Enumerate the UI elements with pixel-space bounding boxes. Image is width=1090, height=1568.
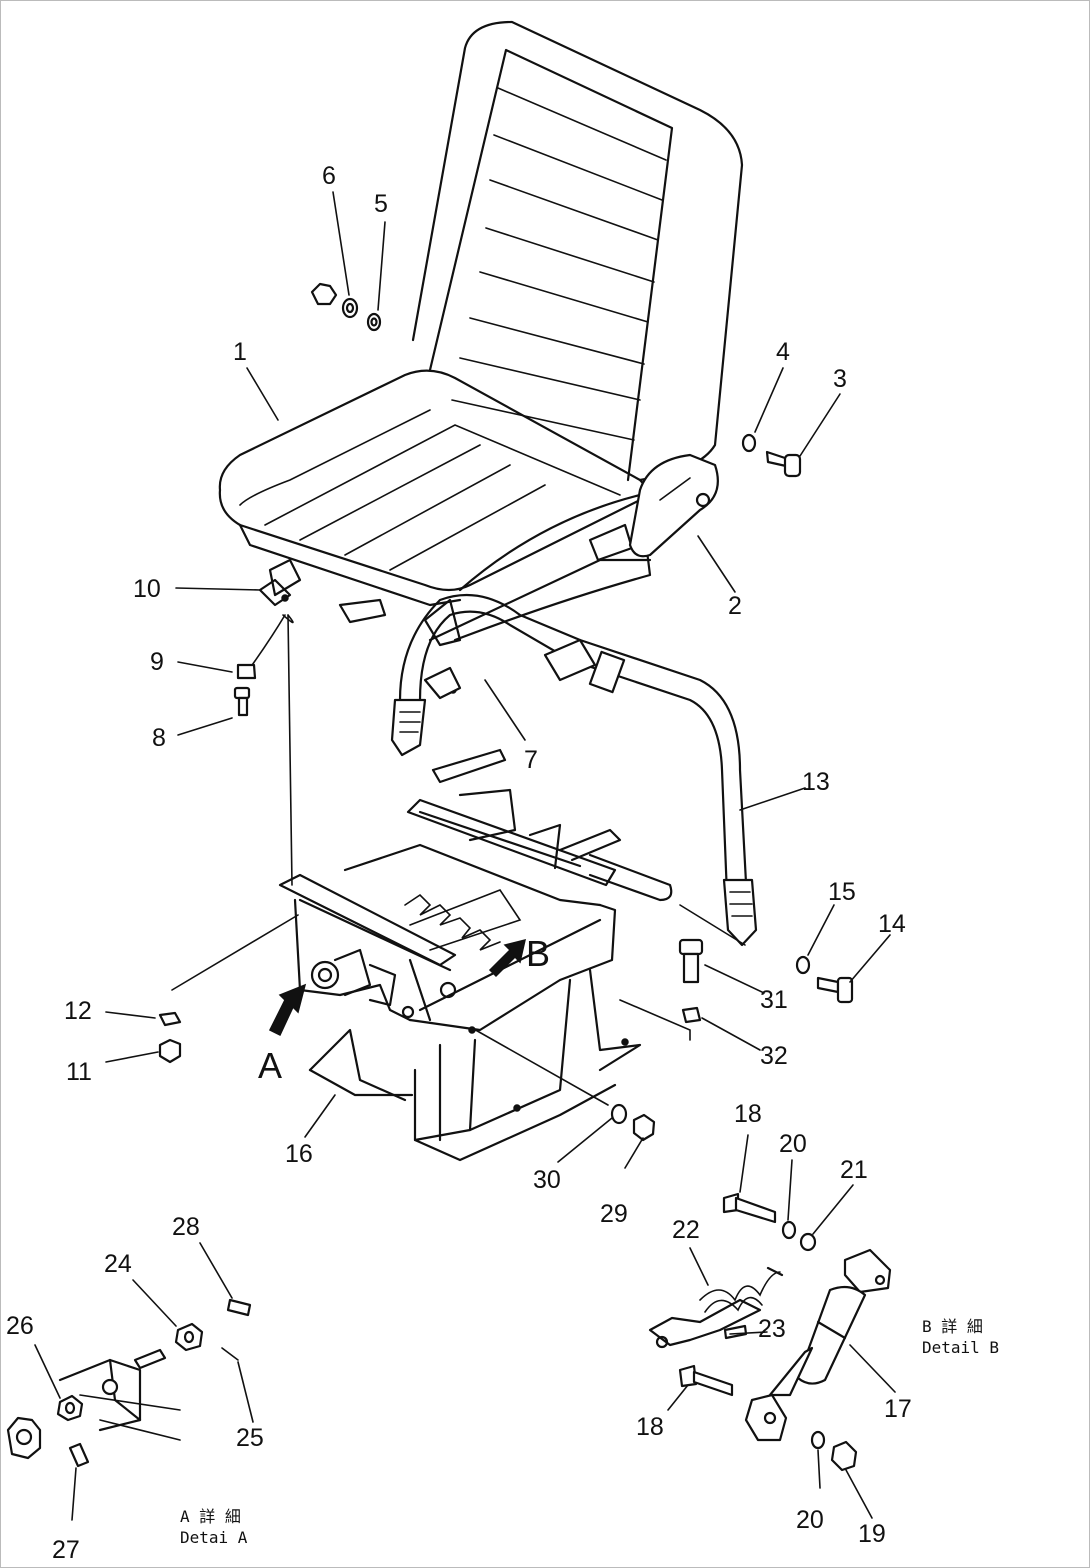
seat-backrest — [411, 20, 744, 482]
seat-cushion — [218, 369, 647, 624]
callout-27: 27 — [52, 1536, 80, 1564]
callout-30: 30 — [533, 1166, 561, 1194]
detail-b-caption-jp: B 詳 細 — [922, 1317, 983, 1336]
callout-15: 15 — [828, 878, 856, 906]
detail-a-assembly — [6, 1298, 252, 1468]
view-letter-b: B — [526, 933, 550, 974]
callout-9: 9 — [150, 648, 164, 676]
callout-24: 24 — [104, 1250, 132, 1278]
callout-16: 16 — [285, 1140, 313, 1168]
callout-13: 13 — [802, 768, 830, 796]
callout-31: 31 — [760, 986, 788, 1014]
callout-19: 19 — [858, 1520, 886, 1548]
callout-labels: 1 2 3 4 5 6 7 8 9 10 11 12 13 14 15 16 1… — [6, 162, 912, 1564]
small-parts-top — [310, 282, 802, 478]
callout-23: 23 — [758, 1315, 786, 1343]
callout-18-lower: 18 — [636, 1413, 664, 1441]
callout-6: 6 — [322, 162, 336, 190]
callout-29: 29 — [600, 1200, 628, 1228]
callout-17: 17 — [884, 1395, 912, 1423]
seat-belt — [390, 593, 758, 947]
callout-11: 11 — [66, 1058, 92, 1086]
callout-20-upper: 20 — [779, 1130, 807, 1158]
detail-a-caption-jp: A 詳 細 — [180, 1507, 241, 1526]
callout-3: 3 — [833, 365, 847, 393]
callout-22: 22 — [672, 1216, 700, 1244]
suspension-base — [278, 748, 673, 1162]
callout-21: 21 — [840, 1156, 868, 1184]
callout-5: 5 — [374, 190, 388, 218]
assembly-lines — [171, 614, 746, 1106]
callout-12: 12 — [64, 997, 92, 1025]
view-letter-a: A — [258, 1045, 282, 1086]
seat-hardware — [258, 578, 462, 700]
view-letters: A B — [258, 933, 550, 1086]
detail-b-assembly — [648, 1192, 892, 1472]
small-parts-right — [610, 938, 854, 1142]
callout-7: 7 — [524, 746, 538, 774]
callout-14: 14 — [878, 910, 906, 938]
detail-a-caption-en: Detai A — [180, 1528, 248, 1547]
small-parts-left — [158, 663, 257, 1064]
leader-lines — [34, 191, 896, 1521]
callout-4: 4 — [776, 338, 790, 366]
callout-2: 2 — [728, 592, 742, 620]
callout-32: 32 — [760, 1042, 788, 1070]
callout-10: 10 — [133, 575, 161, 603]
callout-8: 8 — [152, 724, 166, 752]
callout-18-upper: 18 — [734, 1100, 762, 1128]
callout-28: 28 — [172, 1213, 200, 1241]
recline-lever — [628, 453, 719, 558]
callout-25: 25 — [236, 1424, 264, 1452]
view-arrow-b — [488, 938, 527, 978]
callout-20-lower: 20 — [796, 1506, 824, 1534]
callout-26: 26 — [6, 1312, 34, 1340]
callout-1: 1 — [233, 338, 247, 366]
detail-b-caption-en: Detail B — [922, 1338, 999, 1357]
view-arrow-a — [268, 983, 307, 1037]
detail-captions: A 詳 細 Detai A B 詳 細 Detail B — [180, 1317, 999, 1547]
